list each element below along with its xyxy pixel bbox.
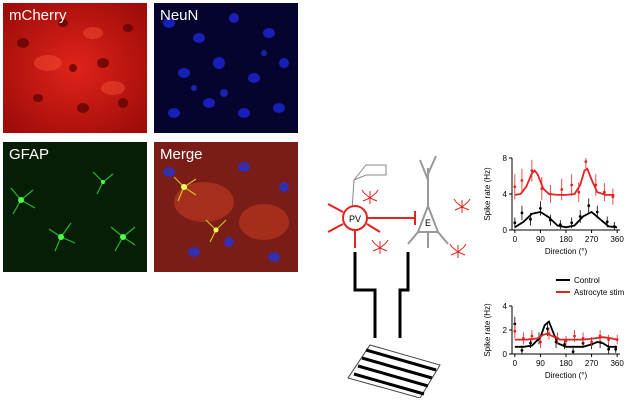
e-label: E — [425, 218, 431, 228]
y-axis-label: Spike rate (Hz) — [483, 303, 492, 357]
data-point — [584, 160, 588, 163]
data-point — [530, 169, 534, 172]
data-point — [615, 338, 619, 341]
y-tick-label: 4 — [503, 190, 508, 199]
merge-panel: Merge — [154, 142, 298, 272]
data-point — [529, 341, 532, 345]
data-point — [587, 204, 591, 208]
y-tick-label: 2 — [503, 326, 508, 335]
series-fit-line — [514, 332, 618, 341]
data-point — [539, 207, 542, 210]
neun-panel: NeuN — [154, 3, 298, 133]
data-point — [594, 183, 598, 187]
x-axis-label: Direction (°) — [545, 247, 588, 256]
gfap-image — [3, 142, 147, 272]
data-point — [598, 334, 602, 338]
data-point — [605, 220, 609, 224]
data-point — [546, 327, 549, 331]
astrocyte-icon — [361, 189, 471, 258]
x-tick-label: 360 — [610, 359, 624, 368]
x-tick-label: 0 — [513, 359, 518, 368]
data-point — [529, 217, 532, 221]
gfap-label: GFAP — [9, 146, 50, 163]
neun-image — [154, 3, 298, 133]
x-tick-label: 90 — [536, 359, 545, 368]
circuit-schematic: PV E — [327, 155, 471, 398]
y-tick-label: 8 — [503, 154, 508, 163]
data-point — [558, 223, 562, 226]
data-point — [547, 332, 551, 335]
data-point — [513, 221, 517, 225]
data-point — [563, 343, 566, 346]
y-axis-label: Spike rate (Hz) — [483, 167, 492, 221]
data-point — [612, 225, 616, 228]
data-point — [539, 340, 542, 344]
neun-label: NeuN — [160, 7, 199, 24]
x-tick-label: 270 — [585, 235, 599, 244]
data-point — [530, 334, 534, 338]
merge-label: Merge — [160, 146, 203, 163]
data-point — [595, 210, 599, 214]
data-point — [607, 338, 611, 341]
x-tick-label: 270 — [585, 359, 599, 368]
pv-cell: PV — [327, 203, 416, 248]
x-tick-label: 360 — [610, 235, 624, 244]
grating-stimulus-icon — [347, 344, 441, 398]
data-point — [560, 188, 564, 191]
data-point — [614, 347, 618, 351]
legend-label: Control — [574, 276, 600, 285]
data-point — [513, 185, 517, 189]
data-point — [521, 337, 525, 340]
x-tick-label: 180 — [559, 359, 573, 368]
mcherry-image — [3, 3, 147, 133]
data-point — [573, 334, 576, 338]
data-point — [548, 192, 552, 196]
data-point — [607, 347, 611, 351]
data-point — [556, 337, 559, 340]
data-point — [590, 340, 593, 344]
y-tick-label: 0 — [503, 226, 508, 235]
pv-label: PV — [349, 214, 361, 224]
data-point — [540, 187, 544, 190]
legend-label: Astrocyte stim — [574, 288, 625, 297]
mcherry-label: mCherry — [9, 7, 67, 24]
data-point — [577, 190, 581, 194]
series-fit-line — [514, 167, 615, 196]
data-point — [520, 211, 524, 215]
input-pathway — [353, 252, 410, 338]
gfap-panel: GFAP — [3, 142, 147, 272]
x-axis-label: Direction (°) — [545, 371, 588, 380]
data-point — [581, 337, 585, 340]
y-tick-label: 0 — [503, 350, 508, 359]
electrode-icon — [351, 164, 387, 211]
data-point — [554, 340, 558, 344]
data-point — [578, 215, 582, 218]
x-tick-label: 90 — [536, 235, 545, 244]
merge-image — [154, 142, 298, 272]
x-tick-label: 180 — [559, 235, 573, 244]
x-tick-label: 0 — [513, 235, 518, 244]
y-tick-label: 4 — [503, 302, 508, 311]
data-point — [520, 349, 524, 352]
data-point — [548, 218, 552, 222]
data-point — [513, 329, 517, 333]
data-point — [602, 190, 606, 194]
series-fit-line — [514, 210, 618, 229]
data-point — [570, 183, 574, 187]
e-cell — [407, 155, 449, 248]
data-point — [611, 195, 615, 199]
data-point — [571, 350, 575, 353]
data-point — [564, 339, 568, 343]
mcherry-panel: mCherry — [3, 3, 147, 133]
data-point — [520, 179, 524, 182]
data-point — [570, 221, 574, 225]
